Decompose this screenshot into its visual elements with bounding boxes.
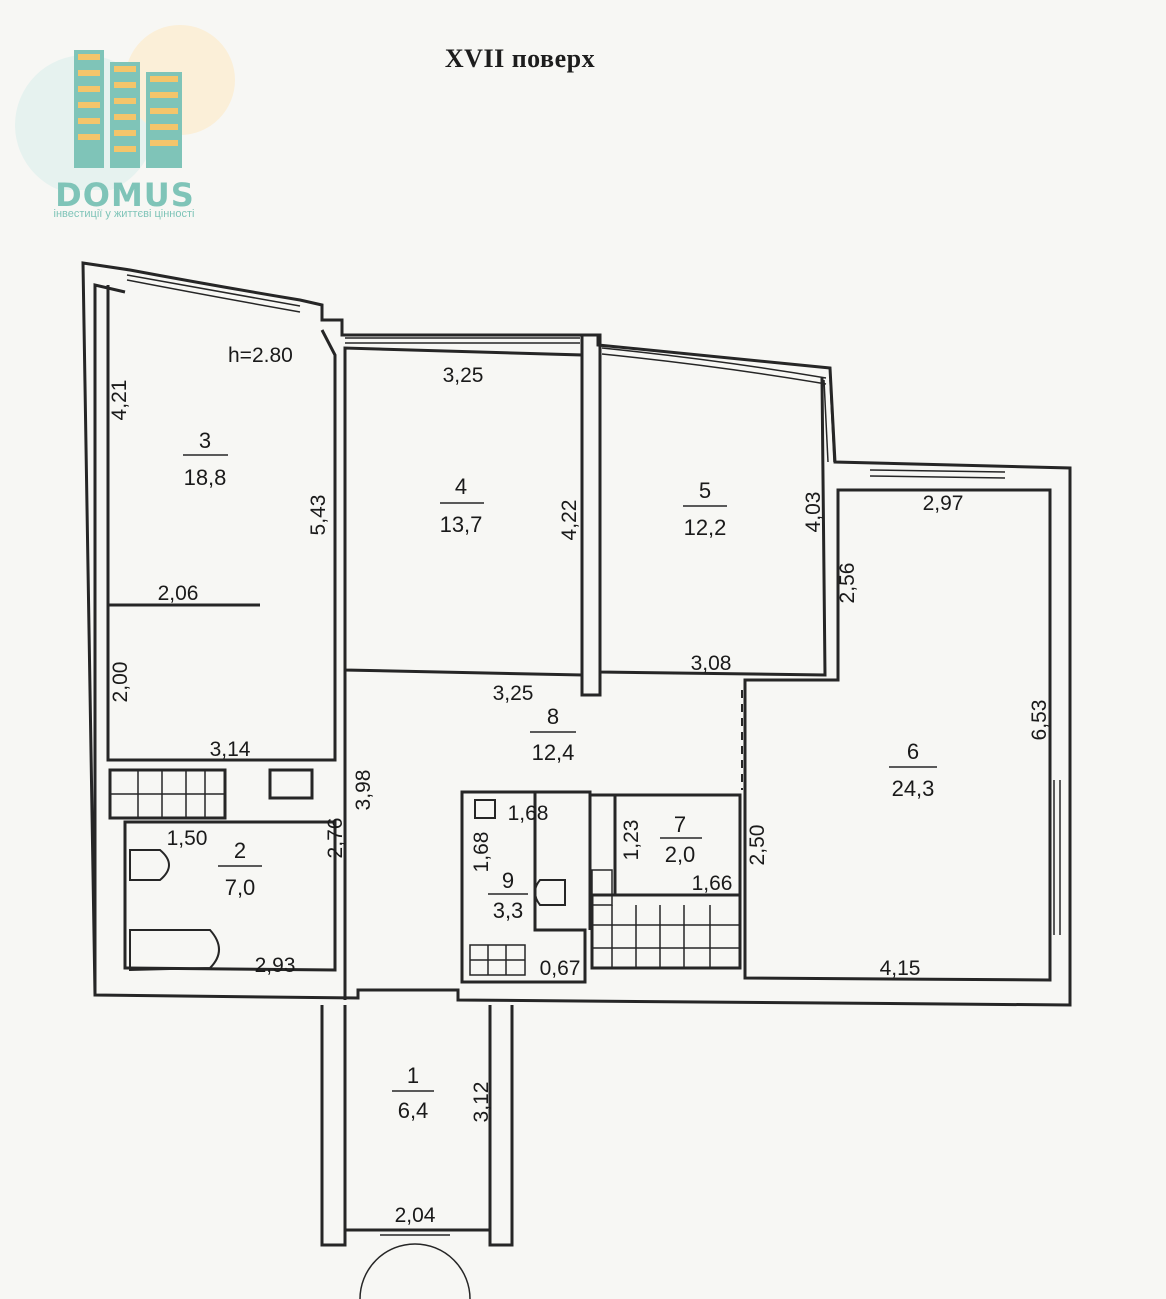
dim-r9-bottom: 0,67 — [540, 957, 581, 980]
room-area: 24,3 — [892, 776, 935, 801]
dim-r7-bottom: 1,66 — [692, 872, 733, 895]
dim-r6-left: 2,56 — [836, 563, 859, 604]
dim-r4-top: 3,25 — [443, 364, 484, 387]
room-area: 18,8 — [184, 465, 227, 490]
dim-r2-bottom: 2,93 — [255, 954, 296, 977]
room-number: 1 — [407, 1063, 419, 1088]
room-number: 5 — [699, 478, 711, 503]
room-6: 6 24,3 — [889, 739, 937, 801]
dim-r6-right: 6,53 — [1028, 700, 1051, 741]
floor-title: XVII поверх — [444, 44, 596, 73]
dim-r3-split: 2,06 — [158, 582, 199, 605]
dim-r7-left: 1,23 — [620, 820, 643, 861]
room-8: 8 12,4 — [530, 704, 576, 765]
logo-tagline: інвестиції у життєві цінності — [53, 208, 195, 220]
room-5: 5 12,2 — [683, 478, 727, 540]
dim-r1-bottom: 2,04 — [395, 1204, 436, 1227]
room-area: 3,3 — [493, 898, 524, 923]
room-area: 7,0 — [225, 875, 256, 900]
room-number: 4 — [455, 474, 467, 499]
room-9: 9 3,3 — [488, 868, 528, 923]
dim-r3-bottom: 3,14 — [210, 738, 251, 761]
room-number: 3 — [199, 428, 211, 453]
dim-r3-right: 5,43 — [307, 495, 330, 536]
dim-r9-left: 1,68 — [470, 832, 493, 873]
room-number: 2 — [234, 838, 246, 863]
room-2: 2 7,0 — [218, 838, 262, 900]
domus-logo-icon — [15, 25, 235, 190]
dim-r6-lower-left: 2,50 — [746, 825, 769, 866]
room-area: 13,7 — [440, 512, 483, 537]
room-number: 7 — [674, 812, 686, 837]
room-number: 8 — [547, 704, 559, 729]
ceiling-height: h=2.80 — [228, 344, 293, 367]
room-7: 7 2,0 — [660, 812, 702, 867]
room-4: 4 13,7 — [440, 474, 484, 537]
dim-r2-top: 1,50 — [167, 827, 208, 850]
dim-r8-left: 3,98 — [352, 770, 375, 811]
dim-r5-bottom: 3,08 — [691, 652, 732, 675]
dim-r5-right: 4,03 — [802, 492, 825, 533]
room-1: 1 6,4 — [392, 1063, 434, 1123]
dim-r3-lower: 2,00 — [109, 662, 132, 703]
room-area: 12,2 — [684, 515, 727, 540]
logo-name: DOMUS — [55, 176, 195, 214]
dim-r4-right: 4,22 — [558, 500, 581, 541]
room-area: 12,4 — [532, 740, 575, 765]
room-number: 9 — [502, 868, 514, 893]
room-number: 6 — [907, 739, 919, 764]
dim-r6-bottom: 4,15 — [880, 957, 921, 980]
room-area: 6,4 — [398, 1098, 429, 1123]
dim-r1-right: 3,12 — [470, 1082, 493, 1123]
room-area: 2,0 — [665, 842, 696, 867]
dim-r8-top: 3,25 — [493, 682, 534, 705]
dim-r3-left: 4,21 — [108, 380, 131, 421]
room-3: 3 18,8 — [183, 428, 228, 490]
dim-r9-top: 1,68 — [508, 802, 549, 825]
dim-r2-right: 2,76 — [324, 818, 347, 859]
dim-r6-top: 2,97 — [923, 492, 964, 515]
